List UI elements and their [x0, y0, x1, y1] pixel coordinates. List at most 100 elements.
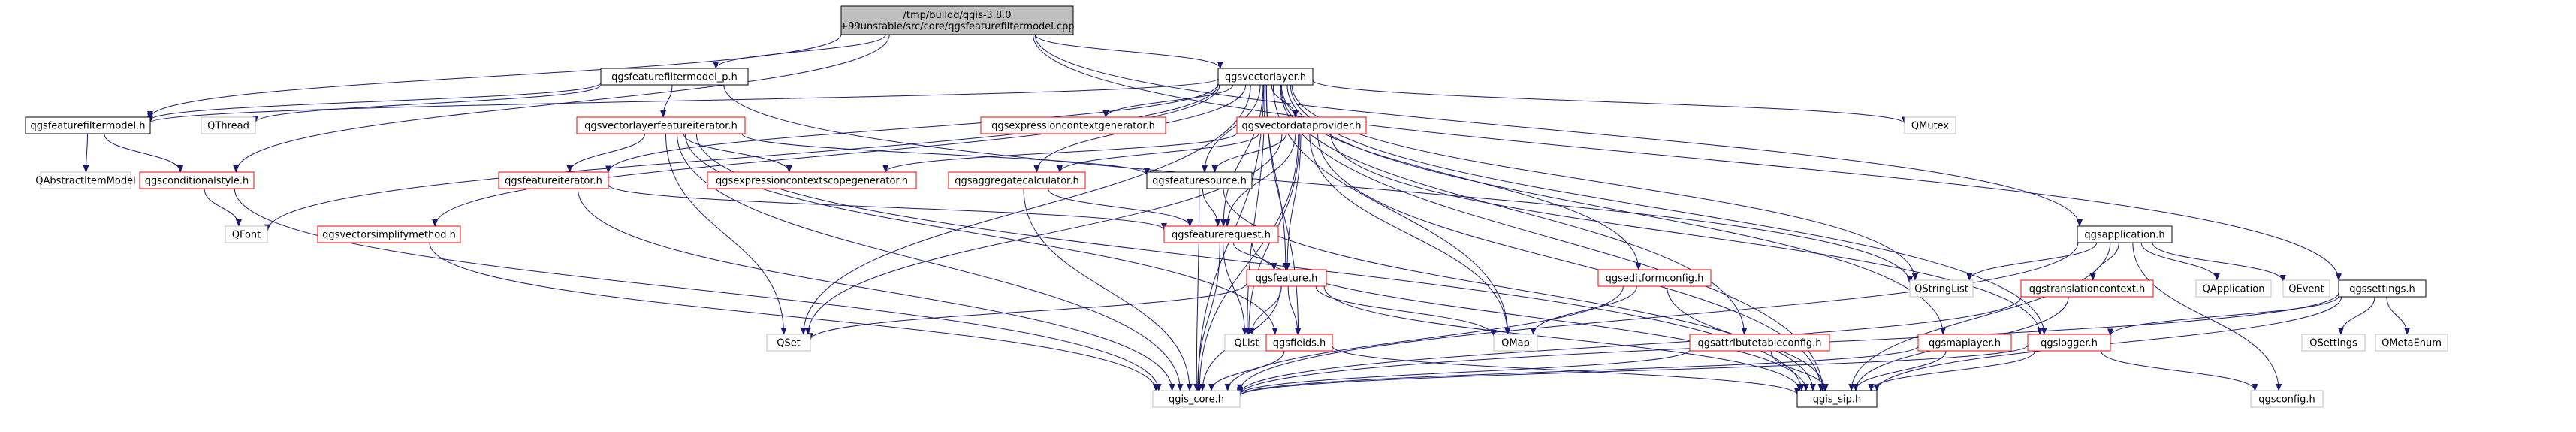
- edge-qgsvectorlayer-to-qgsexpressioncontextgenerator: [1102, 84, 1234, 118]
- node-qgsfeature[interactable]: qgsfeature.h: [1246, 269, 1327, 287]
- node-box: [317, 225, 461, 243]
- node-label: qgsvectorlayer.h: [1225, 72, 1306, 83]
- node-box: [201, 116, 256, 134]
- edge-qgslogger-to-qgsconfig: [2101, 350, 2258, 391]
- node-label: qgsfeaturesource.h: [1152, 176, 1247, 187]
- edge-qgsfeaturesource-to-qgsfeaturerequest: [1202, 188, 1221, 227]
- node-qgsexpressioncontextscopegenerator[interactable]: qgsexpressioncontextscopegenerator.h: [707, 171, 917, 189]
- node-qgsmaplayer[interactable]: qgsmaplayer.h: [1917, 334, 2012, 352]
- node-qgseditformconfig[interactable]: qgseditformconfig.h: [1597, 269, 1712, 287]
- node-box: [2077, 225, 2173, 243]
- node-qgsaggregatecalculator[interactable]: qgsaggregatecalculator.h: [948, 171, 1086, 189]
- edge-qgsfeatureiterator-to-qgsfeaturerequest: [608, 184, 1167, 231]
- node-qset: QSet: [766, 334, 811, 352]
- node-qgsfeaturefiltermodel[interactable]: qgsfeaturefiltermodel.h: [25, 116, 151, 134]
- edge-qgsvectordataprovider-to-qgsfeaturesource: [1211, 133, 1287, 173]
- edge-qgstranslationcontext-to-qgis_core: [1237, 296, 2022, 394]
- edge-qgsattributetableconfig-to-qgis_core: [1237, 349, 1691, 396]
- node-label: qgsfeature.h: [1256, 273, 1318, 285]
- node-qgsfeaturefiltermodel_p[interactable]: qgsfeaturefiltermodel_p.h: [600, 68, 749, 86]
- node-label: qgsfeaturefiltermodel.h: [30, 121, 145, 132]
- edge-qgseditformconfig-to-qmap: [1530, 285, 1637, 335]
- node-box: [1904, 116, 1956, 134]
- node-qgsvectorlayer[interactable]: qgsvectorlayer.h: [1217, 68, 1314, 86]
- node-qgsfeatureiterator[interactable]: qgsfeatureiterator.h: [498, 171, 609, 189]
- node-qgsvectorsimplifymethod[interactable]: qgsvectorsimplifymethod.h: [317, 225, 461, 243]
- node-label: QApplication: [2203, 284, 2265, 295]
- node-box: [948, 171, 1086, 189]
- edge-root-to-qgsapplication: [1034, 34, 2083, 227]
- node-box: [225, 225, 268, 243]
- node-qgsfeaturesource[interactable]: qgsfeaturesource.h: [1146, 171, 1253, 189]
- edge-qgsfeaturefiltermodel-to-qgsconditionalstyle: [104, 133, 184, 173]
- edge-qgsvectorlayer-to-qgsvectorsimplifymethod: [432, 84, 1220, 227]
- edge-qgsvectordataprovider-to-qgis_core: [1196, 133, 1299, 391]
- edge-qgsfeature-to-qset: [807, 282, 1247, 341]
- node-box: [980, 116, 1166, 134]
- node-box: [600, 68, 749, 86]
- node-qgsapplication[interactable]: qgsapplication.h: [2077, 225, 2173, 243]
- node-box: [25, 116, 151, 134]
- edge-qgsvectordataprovider-to-qgsfeaturerequest: [1224, 133, 1296, 227]
- node-qgslogger[interactable]: qgslogger.h: [2027, 334, 2111, 352]
- edge-qgsvectordataprovider-to-qset: [805, 133, 1283, 335]
- node-box: [1217, 68, 1314, 86]
- node-box: [840, 5, 1074, 35]
- node-box: [1152, 390, 1241, 408]
- node-label: qgsaggregatecalculator.h: [955, 176, 1078, 187]
- edge-qgsvectordataprovider-to-qgslogger: [1330, 133, 2044, 335]
- node-qgsexpressioncontextgenerator[interactable]: qgsexpressioncontextgenerator.h: [980, 116, 1166, 134]
- node-label: qgsvectordataprovider.h: [1242, 121, 1362, 132]
- edge-qgsvectorlayer-to-qfont: [264, 83, 1219, 232]
- edge-qgsfields-to-qgis_sip: [1332, 346, 1800, 396]
- edge-qgsmaplayer-to-qgis_core: [1237, 346, 1919, 397]
- node-box: [139, 171, 255, 189]
- edge-qgsfeatureiterator-to-qgis_core: [577, 188, 1175, 391]
- node-label: QThread: [207, 121, 249, 132]
- edge-qgsfeature-to-qgis_sip: [1323, 285, 1802, 391]
- node-box: [1689, 334, 1830, 352]
- edge-qgsvectordataprovider-to-qgsaggregatecalculator: [1057, 133, 1259, 173]
- node-label: qgseditformconfig.h: [1606, 273, 1704, 285]
- edge-qgsvectorlayerfeatureiterator-to-qgis_core: [677, 133, 1184, 391]
- node-box: [1493, 334, 1538, 352]
- edge-qgsapplication-to-qstringlist: [1966, 242, 2098, 281]
- node-qgis_sip[interactable]: qgis_sip.h: [1796, 390, 1878, 408]
- edge-qgsvectorlayerfeatureiterator-to-qgsexpressioncontextscopegenerator: [683, 133, 792, 173]
- node-qgsconditionalstyle[interactable]: qgsconditionalstyle.h: [139, 171, 255, 189]
- node-qgsfeaturerequest[interactable]: qgsfeaturerequest.h: [1163, 225, 1279, 243]
- edge-qgsvectorlayer-to-qgsfeaturesource: [1202, 84, 1261, 173]
- edge-qgsvectorlayer-to-qmutex: [1312, 80, 1908, 125]
- node-qthread: QThread: [201, 116, 256, 134]
- edge-qgsmaplayer-to-qgis_sip: [1852, 350, 1947, 391]
- node-qgsvectorlayerfeatureiterator[interactable]: qgsvectorlayerfeatureiterator.h: [576, 116, 746, 134]
- edge-qgsconditionalstyle-to-qgis_core: [234, 188, 1162, 391]
- edge-qgssettings-to-qsettings: [2337, 296, 2375, 335]
- node-box: [2027, 334, 2111, 352]
- nodes-layer: /tmp/buildd/qgis-3.8.0+99unstable/src/co…: [25, 5, 2448, 408]
- node-qgsattributetableconfig[interactable]: qgsattributetableconfig.h: [1689, 334, 1830, 352]
- node-label: qgslogger.h: [2041, 338, 2098, 349]
- node-label: qgis_sip.h: [1813, 394, 1861, 406]
- edge-qgsaggregatecalculator-to-qgis_core: [1023, 188, 1193, 391]
- node-label: qgsfeatureiterator.h: [505, 176, 602, 187]
- node-qgstranslationcontext[interactable]: qgstranslationcontext.h: [2020, 279, 2154, 298]
- node-label: QMutex: [1911, 121, 1950, 132]
- node-qmutex: QMutex: [1904, 116, 1956, 134]
- node-qevent: QEvent: [2282, 279, 2330, 298]
- node-qgssettings[interactable]: qgssettings.h: [2338, 279, 2427, 298]
- node-box: [2282, 279, 2330, 298]
- node-qlist: QList: [1224, 334, 1269, 352]
- edge-root-to-qgsfeaturefiltermodel_p: [713, 34, 886, 69]
- node-box: [1163, 225, 1279, 243]
- edge-qgsfeaturesource-to-qgis_core: [1193, 188, 1200, 391]
- node-root[interactable]: /tmp/buildd/qgis-3.8.0+99unstable/src/co…: [840, 5, 1075, 35]
- node-qgsfields[interactable]: qgsfields.h: [1265, 334, 1333, 352]
- node-box: [1909, 279, 1974, 298]
- node-qgsvectordataprovider[interactable]: qgsvectordataprovider.h: [1236, 116, 1367, 134]
- node-label: qgsfeaturefiltermodel_p.h: [611, 72, 738, 83]
- node-label: /tmp/buildd/qgis-3.8.0: [903, 10, 1011, 21]
- node-label: qgstranslationcontext.h: [2029, 284, 2146, 295]
- node-box: [1917, 334, 2012, 352]
